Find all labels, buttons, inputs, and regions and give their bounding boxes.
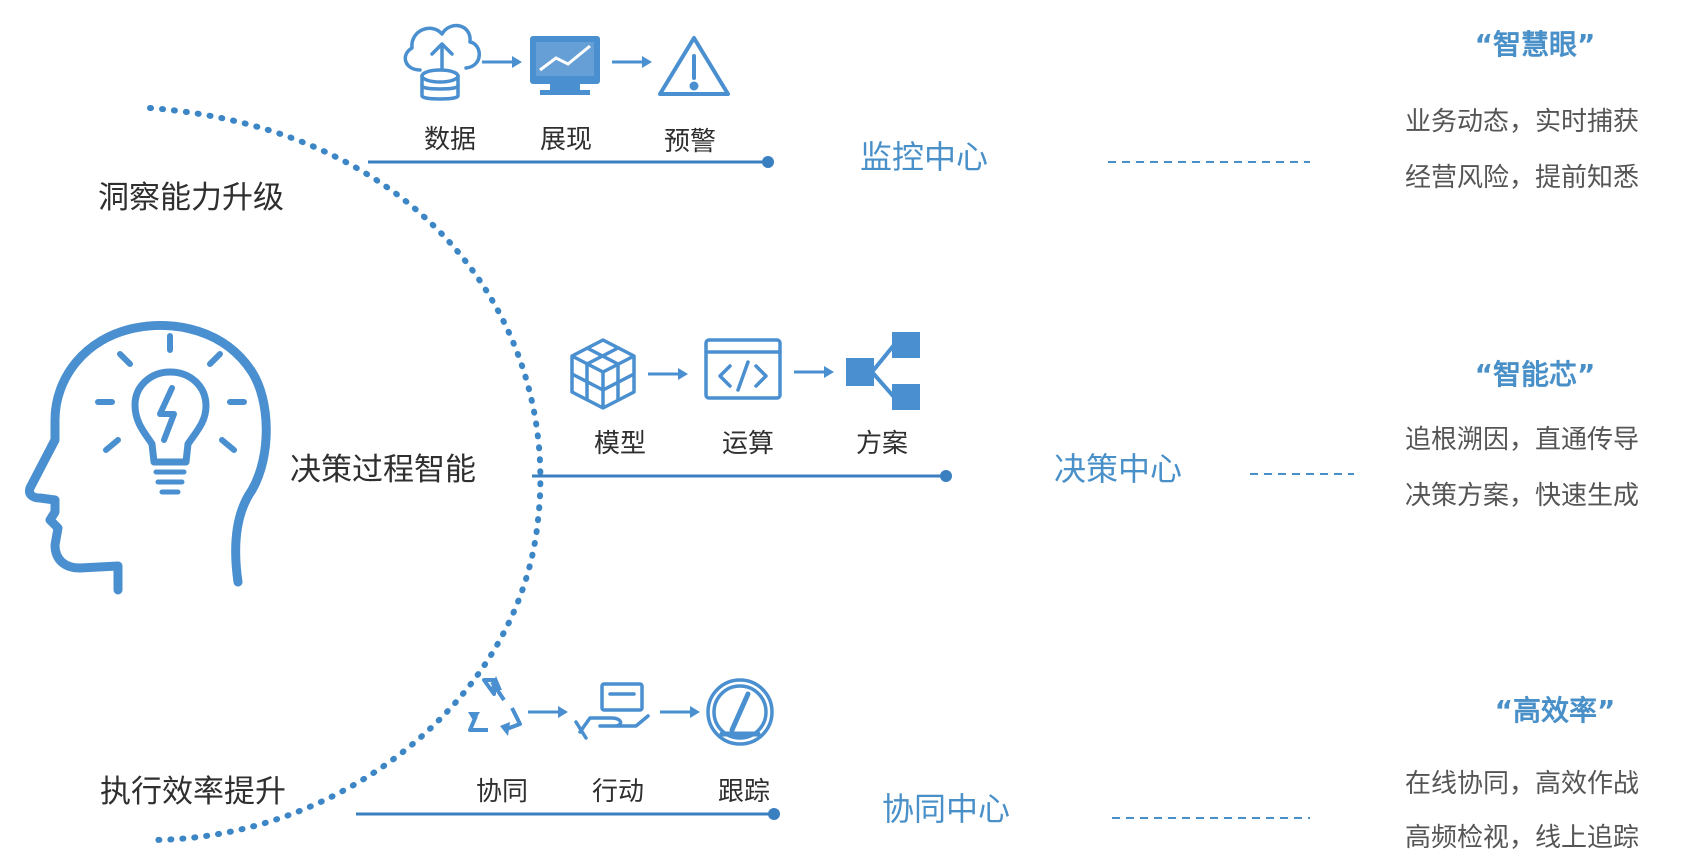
row2-connector-line [532, 470, 952, 482]
warning-triangle-icon [658, 36, 730, 96]
monitor-chart-icon [530, 36, 600, 95]
arrow-icon [794, 366, 834, 378]
quote-title: “智能芯” [1475, 358, 1596, 391]
left-label-execution: 执行效率提升 [100, 774, 286, 810]
step-label: 协同 [476, 777, 528, 807]
step-label: 模型 [594, 429, 646, 459]
arrow-icon [660, 706, 700, 718]
step-label: 行动 [592, 777, 644, 807]
step-label: 展现 [540, 125, 592, 155]
step-label: 跟踪 [718, 777, 770, 807]
center-label-collaboration: 协同中心 [882, 790, 1010, 828]
arrow-icon [612, 56, 652, 68]
left-label-decision: 决策过程智能 [290, 452, 476, 488]
description-line: 追根溯因，直通传导 [1405, 425, 1639, 455]
head-lightbulb-icon [25, 321, 271, 595]
left-label-insight: 洞察能力升级 [98, 180, 284, 216]
cube-model-icon [570, 338, 636, 410]
description-line: 高频检视，线上追踪 [1405, 823, 1639, 853]
step-label: 运算 [722, 429, 774, 459]
description-line: 业务动态，实时捕获 [1405, 107, 1639, 137]
center-label-monitoring: 监控中心 [860, 138, 988, 176]
description-line: 在线协同，高效作战 [1405, 769, 1639, 799]
hand-card-icon [574, 682, 650, 740]
arrow-icon [528, 706, 568, 718]
step-label: 数据 [424, 125, 476, 155]
arrow-icon [648, 368, 688, 380]
step-label: 预警 [664, 127, 716, 157]
quote-title: “高效率” [1495, 694, 1616, 727]
quote-title: “智慧眼” [1475, 28, 1596, 61]
description-line: 决策方案，快速生成 [1405, 481, 1639, 511]
row1-connector-line [368, 156, 774, 168]
code-window-icon [704, 338, 782, 400]
share-nodes-icon [846, 332, 920, 410]
arrow-icon [482, 56, 522, 68]
step-label: 方案 [856, 429, 908, 459]
dotted-arc [147, 105, 544, 843]
cloud-database-icon [403, 23, 481, 101]
gauge-icon [706, 678, 774, 746]
recycle-arrows-icon [468, 676, 522, 736]
center-label-decision: 决策中心 [1054, 450, 1182, 488]
row3-connector-line [356, 808, 780, 820]
description-line: 经营风险，提前知悉 [1405, 163, 1639, 193]
